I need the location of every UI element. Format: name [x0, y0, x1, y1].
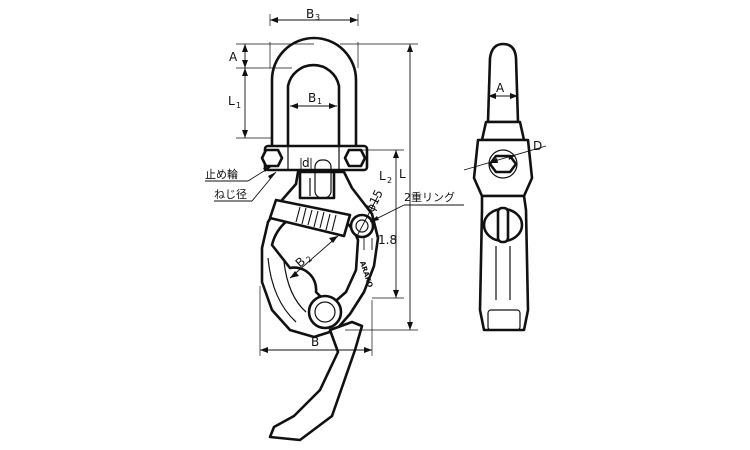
side-dim-d-label: D — [533, 139, 542, 153]
side-connector — [480, 120, 526, 142]
dim-b-label: B — [311, 335, 319, 349]
dim-l-label: L — [399, 167, 406, 181]
callout-stop-ring: 止め輪 — [205, 167, 238, 181]
latch-arm — [268, 320, 364, 442]
front-view: ARAKO — [260, 36, 380, 442]
dim-b3-label: B — [306, 7, 314, 21]
dim-18-label: 1.8 — [378, 233, 397, 247]
dim-l2-sub: 2 — [387, 176, 392, 185]
shackle-loop — [270, 36, 358, 150]
dim-b1-sub: 1 — [317, 97, 322, 106]
dim-b1-label: B — [308, 91, 316, 105]
dim-phi15-label: ϕ15 — [363, 187, 386, 214]
dim-a-label: A — [229, 50, 238, 64]
callout-double-ring: 2重リング — [404, 190, 455, 204]
callouts: 止め輪 ねじ径 2重リング — [205, 165, 464, 223]
dim-l1-label: L — [228, 94, 235, 108]
latch-spring — [268, 198, 352, 238]
lower-eye — [307, 294, 343, 330]
callout-screw-dia: ねじ径 — [214, 188, 247, 201]
dim-b2-sub: 2 — [304, 254, 314, 264]
swivel-neck — [298, 170, 336, 200]
side-view: A D — [463, 42, 547, 332]
side-dim-a-label: A — [496, 81, 505, 95]
dim-d-label: d — [302, 156, 310, 170]
dim-l1-sub: 1 — [236, 101, 241, 110]
dim-l2-label: L — [379, 169, 386, 183]
side-latch — [482, 206, 524, 244]
dim-b3-sub: 3 — [315, 13, 320, 22]
side-shackle — [486, 42, 520, 124]
